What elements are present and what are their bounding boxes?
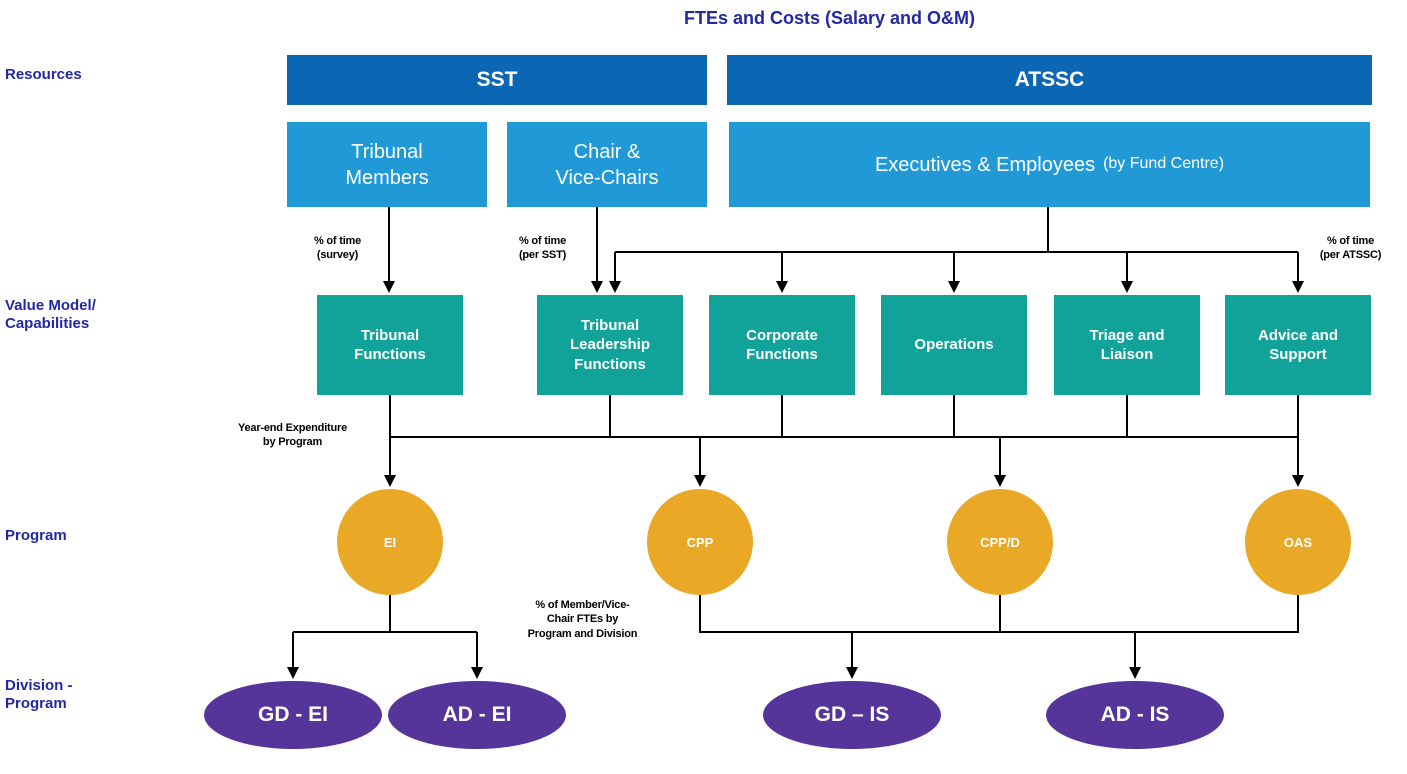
node-program-cppd: CPP/D [947, 489, 1053, 595]
node-division-ad-is: AD - IS [1046, 681, 1224, 749]
node-program-cpp: CPP [647, 489, 753, 595]
node-division-gd-is: GD – IS [763, 681, 941, 749]
node-triage-and-liaison: Triage and Liaison [1054, 295, 1200, 395]
node-tribunal-members: Tribunal Members [287, 122, 487, 207]
node-sst: SST [287, 55, 707, 105]
annotation-pct-time-survey: % of time (survey) [313, 235, 362, 262]
row-label-value-model: Value Model/ Capabilities [5, 297, 96, 332]
annotation-pct-member-vice-chair: % of Member/Vice- Chair FTEs by Program … [527, 599, 638, 640]
diagram-title: FTEs and Costs (Salary and O&M) [683, 8, 976, 28]
node-advice-and-support: Advice and Support [1225, 295, 1371, 395]
executives-employees-label: Executives & Employees [874, 153, 1096, 176]
node-division-gd-ei: GD - EI [204, 681, 382, 749]
node-tribunal-leadership-functions: Tribunal Leadership Functions [537, 295, 683, 395]
node-operations: Operations [881, 295, 1027, 395]
node-tribunal-functions: Tribunal Functions [317, 295, 463, 395]
executives-employees-note: (by Fund Centre) [1103, 155, 1225, 173]
row-label-program: Program [5, 527, 67, 544]
annotation-pct-time-per-atssc: % of time (per ATSSC) [1319, 235, 1382, 262]
node-atssc: ATSSC [727, 55, 1372, 105]
node-corporate-functions: Corporate Functions [709, 295, 855, 395]
row-label-division-program: Division - Program [5, 677, 73, 712]
node-executives-employees: Executives & Employees (by Fund Centre) [729, 122, 1370, 207]
node-program-ei: EI [337, 489, 443, 595]
annotation-year-end-expenditure: Year-end Expenditure by Program [237, 422, 348, 449]
annotation-pct-time-per-sst: % of time (per SST) [518, 235, 567, 262]
node-chair-vice-chairs: Chair & Vice-Chairs [507, 122, 707, 207]
node-division-ad-ei: AD - EI [388, 681, 566, 749]
node-program-oas: OAS [1245, 489, 1351, 595]
row-label-resources: Resources [5, 66, 82, 83]
